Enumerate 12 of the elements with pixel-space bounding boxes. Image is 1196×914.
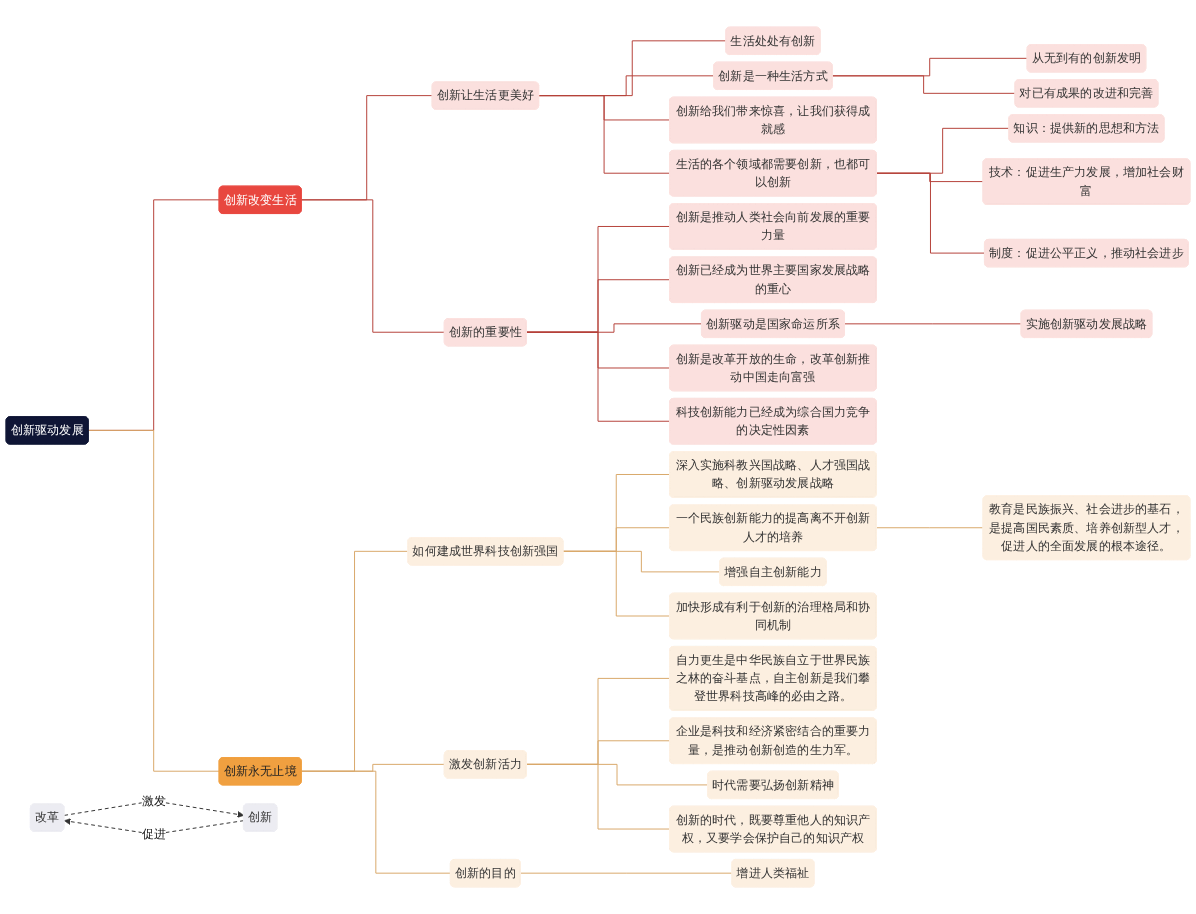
connector [875,172,985,254]
connector [300,199,445,333]
connector [526,331,670,422]
connector [538,95,670,174]
connector [831,75,1016,94]
connector [562,550,670,617]
connector [875,527,984,529]
connector [526,763,670,830]
connector [300,770,451,874]
connector [519,872,733,874]
connector [87,429,220,772]
connector [844,323,1022,325]
